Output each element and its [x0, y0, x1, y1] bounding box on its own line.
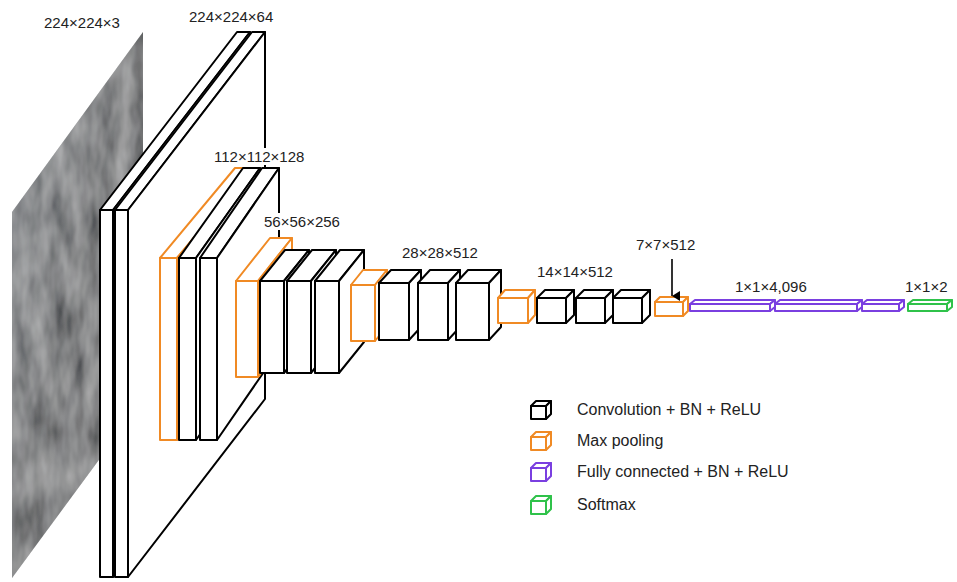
conv-block: [115, 32, 265, 577]
block-front: [531, 468, 546, 481]
dimension-label: 112×112×128: [212, 148, 306, 165]
fc-block: [862, 300, 904, 311]
block-front: [379, 283, 409, 340]
legend-text: Softmax: [577, 495, 636, 515]
block-side: [128, 32, 265, 577]
legend-cube: [531, 432, 551, 450]
block-front: [531, 501, 546, 514]
legend-swatch: [528, 493, 556, 517]
legend-text: Max pooling: [577, 431, 663, 451]
block-front: [576, 298, 605, 323]
legend-cube: [531, 496, 551, 514]
block-front: [100, 210, 113, 577]
block-front: [260, 281, 284, 373]
dimension-label: 224×224×3: [42, 14, 122, 31]
conv-block: [456, 270, 501, 340]
block-front: [613, 298, 642, 323]
fc-block: [690, 300, 775, 311]
block-front: [498, 298, 528, 323]
pointer-arrow: [671, 259, 673, 296]
block-side: [605, 290, 613, 323]
block-front: [179, 258, 196, 440]
dimension-label: 28×28×512: [400, 244, 480, 261]
block-side: [566, 290, 574, 323]
fc-block: [775, 300, 862, 311]
block-front: [531, 437, 546, 450]
block-front: [115, 210, 128, 577]
dimension-label: 224×224×64: [187, 8, 275, 25]
block-side: [642, 290, 650, 323]
layer-blocks: [100, 32, 952, 577]
legend-swatch: [528, 398, 556, 422]
block-front: [418, 283, 448, 340]
block-front: [775, 304, 857, 311]
conv-block: [613, 290, 650, 323]
block-front: [537, 298, 566, 323]
pooling-block: [655, 297, 688, 316]
block-front: [160, 258, 177, 440]
pooling-block: [498, 290, 535, 323]
conv-block: [576, 290, 613, 323]
dimension-label: 1×1×4,096: [733, 278, 809, 295]
block-side: [528, 290, 535, 323]
block-front: [287, 281, 311, 373]
conv-block: [418, 270, 460, 340]
block-front: [862, 304, 899, 311]
legend-swatch: [528, 429, 556, 453]
legend-text: Convolution + BN + ReLU: [577, 400, 761, 420]
input-image: [12, 32, 143, 578]
legend-cube: [531, 401, 551, 419]
block-front: [351, 285, 375, 341]
block-front: [236, 281, 258, 377]
block-front: [908, 304, 947, 311]
softmax-block: [908, 300, 952, 311]
legend-text: Fully connected + BN + ReLU: [577, 462, 789, 482]
block-front: [531, 406, 546, 419]
conv-block: [379, 270, 421, 340]
legend-swatch: [528, 460, 556, 484]
block-front: [456, 283, 489, 340]
legend-cube: [531, 463, 551, 481]
block-front: [655, 302, 683, 316]
dimension-label: 56×56×256: [262, 213, 342, 230]
dimension-label: 14×14×512: [535, 263, 615, 280]
conv-block: [537, 290, 574, 323]
dimension-label: 1×1×2: [903, 278, 950, 295]
block-front: [315, 281, 339, 373]
block-front: [690, 304, 770, 311]
dimension-label: 7×7×512: [634, 236, 697, 253]
block-front: [200, 258, 217, 440]
